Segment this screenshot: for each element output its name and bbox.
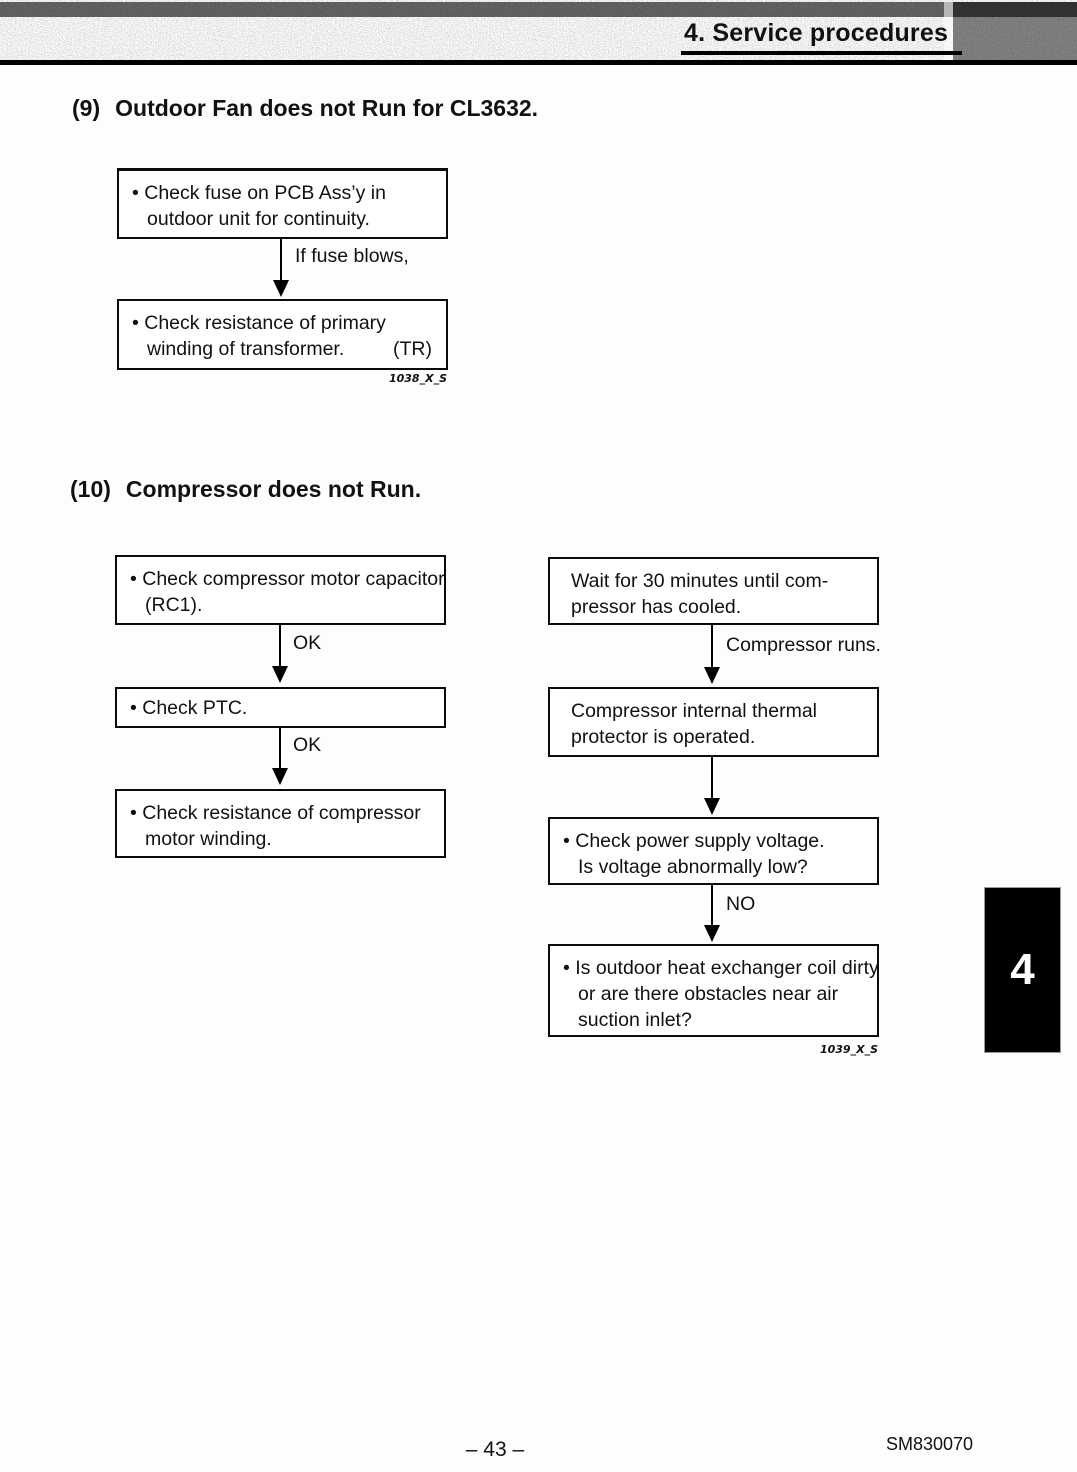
- box-text-line: Wait for 30 minutes until com-: [571, 570, 829, 592]
- box-text-tag: (TR): [393, 338, 432, 360]
- arrow-line: [280, 239, 282, 280]
- header-rule: [0, 60, 1077, 65]
- flow-arrow: [704, 625, 720, 684]
- flowchart10-box-thermal-protector: Compressor internal thermal protector is…: [548, 687, 879, 757]
- arrow-label: OK: [293, 734, 322, 756]
- flow-arrow: [272, 625, 288, 683]
- arrow-label: If fuse blows,: [295, 245, 409, 267]
- box-text-line: pressor has cooled.: [571, 596, 742, 618]
- chapter-tab-label: 4: [1010, 945, 1035, 994]
- section10-heading: (10) Compressor does not Run.: [70, 476, 421, 503]
- box-text-line: Is voltage abnormally low?: [578, 856, 808, 878]
- arrow-label: OK: [293, 632, 322, 654]
- page-number: – 43 –: [465, 1438, 525, 1461]
- flow-arrow: [272, 728, 288, 785]
- flowchart9-box-check-fuse: • Check fuse on PCB Ass’y in outdoor uni…: [117, 168, 448, 239]
- box-text-line: Compressor internal thermal: [571, 700, 818, 722]
- header-texture: [0, 2, 1077, 60]
- box-text-line: • Check power supply voltage.: [563, 830, 825, 852]
- box-text-line: suction inlet?: [578, 1009, 692, 1031]
- box-text-line: motor winding.: [145, 828, 272, 850]
- flowchart10-box-check-capacitor: • Check compressor motor capacitor (RC1)…: [115, 555, 446, 625]
- arrow-head-icon: [272, 666, 288, 683]
- box-text-line: (RC1).: [145, 594, 203, 616]
- section9-number: (9): [72, 95, 101, 121]
- doc-code: SM830070: [886, 1434, 974, 1454]
- box-text-line: • Check resistance of compressor: [130, 802, 421, 824]
- box-text-line: protector is operated.: [571, 726, 756, 748]
- box-text-line: or are there obstacles near air: [578, 983, 839, 1005]
- flowchart10-box-power-supply: • Check power supply voltage. Is voltage…: [548, 817, 879, 885]
- arrow-line: [711, 885, 713, 925]
- arrow-head-icon: [704, 925, 720, 942]
- arrow-label: Compressor runs.: [726, 634, 881, 656]
- box-text-line: • Is outdoor heat exchanger coil dirty: [563, 957, 879, 979]
- header-band: 4. Service procedures: [0, 0, 1077, 66]
- box-text-line: outdoor unit for continuity.: [147, 208, 370, 230]
- arrow-head-icon: [273, 280, 289, 297]
- chapter-tab: 4: [984, 887, 1061, 1053]
- arrow-line: [279, 728, 281, 768]
- box-text-line: • Check resistance of primary: [132, 312, 386, 334]
- box-text-line: • Check fuse on PCB Ass’y in: [132, 182, 386, 204]
- flow-arrow: [273, 239, 289, 297]
- flow-arrow: [704, 885, 720, 942]
- arrow-head-icon: [272, 768, 288, 785]
- flowchart9-caption: 1038_X_S: [388, 372, 447, 385]
- arrow-line: [279, 625, 281, 666]
- flowchart10-box-check-motor-winding: • Check resistance of compressor motor w…: [115, 789, 446, 858]
- flowchart10-box-heat-exchanger: • Is outdoor heat exchanger coil dirty o…: [548, 944, 879, 1037]
- header-title: 4. Service procedures: [681, 19, 963, 55]
- box-text-line: • Check compressor motor capacitor: [130, 568, 445, 590]
- flowchart10-box-check-ptc: • Check PTC.: [115, 687, 446, 728]
- arrow-label: NO: [726, 893, 756, 915]
- section9-heading: (9) Outdoor Fan does not Run for CL3632.: [72, 95, 538, 122]
- flow-arrow: [704, 757, 720, 815]
- section10-title: Compressor does not Run.: [125, 476, 422, 502]
- arrow-head-icon: [704, 798, 720, 815]
- arrow-head-icon: [704, 667, 720, 684]
- section9-title: Outdoor Fan does not Run for CL3632.: [115, 95, 539, 121]
- box-text-line: winding of transformer.: [147, 338, 345, 360]
- flowchart9-box-check-transformer: • Check resistance of primary winding of…: [117, 299, 448, 370]
- section10-number: (10): [70, 476, 111, 502]
- arrow-line: [711, 625, 713, 667]
- flowchart10-box-wait-cool: Wait for 30 minutes until com- pressor h…: [548, 557, 879, 625]
- arrow-line: [711, 757, 713, 798]
- box-text-line: • Check PTC.: [130, 697, 248, 719]
- flowchart10-caption: 1039_X_S: [819, 1043, 878, 1056]
